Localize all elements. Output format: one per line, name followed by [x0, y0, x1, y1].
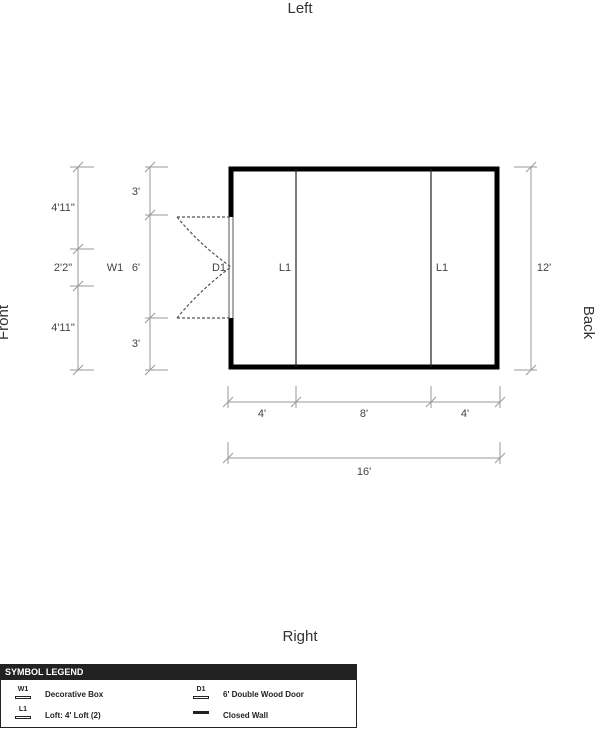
legend-wall-symbol	[190, 706, 212, 720]
dim-door-bottom: 3'	[132, 338, 140, 350]
legend-title: SYMBOL LEGEND	[1, 665, 356, 680]
dim-back-width: 12'	[537, 262, 551, 274]
door-swing-top	[176, 216, 232, 268]
building-outline	[228, 166, 500, 370]
door-dimension-line	[144, 161, 168, 376]
bottom-segment-dimension-line	[222, 386, 506, 408]
legend-loft-symbol: L1	[12, 706, 34, 720]
dim-front-top: 4'11"	[51, 202, 75, 214]
total-length-dimension-line	[222, 442, 506, 464]
side-label-left: Left	[287, 0, 313, 17]
legend-door-code: D1	[196, 686, 206, 693]
legend-window-label: Decorative Box	[45, 690, 104, 699]
legend-loft-code: L1	[18, 706, 28, 713]
back-dimension-line	[514, 161, 537, 376]
tag-loft-right: L1	[436, 262, 448, 274]
symbol-legend: SYMBOL LEGEND W1 Decorative Box L1 Loft:…	[0, 664, 357, 728]
legend-window-code: W1	[17, 686, 29, 693]
dim-door-middle: 6'	[132, 262, 140, 274]
dim-front-bottom: 4'11"	[51, 322, 75, 334]
legend-door-label: 6' Double Wood Door	[223, 690, 304, 699]
dim-bottom-left: 4'	[258, 408, 266, 420]
dim-bottom-right: 4'	[461, 408, 469, 420]
tag-loft-left: L1	[279, 262, 291, 274]
tag-window: W1	[107, 262, 124, 274]
dim-bottom-middle: 8'	[360, 408, 368, 420]
legend-door-bar	[193, 696, 209, 699]
side-label-right: Right	[282, 628, 318, 645]
legend-window-symbol: W1	[12, 686, 34, 700]
dim-door-top: 3'	[132, 186, 140, 198]
legend-door-symbol: D1	[190, 686, 212, 700]
legend-loft-bar	[15, 716, 31, 719]
door-opening	[228, 217, 234, 318]
legend-loft-label: Loft: 4' Loft (2)	[45, 711, 101, 720]
dim-front-middle: 2'2"	[54, 262, 72, 274]
floor-plan: 4'11" 2'2" 4'11" 3' 6' 3' 12' 4' 8' 4	[51, 161, 551, 478]
door-swing-bottom	[176, 266, 232, 319]
legend-wall-label: Closed Wall	[223, 711, 269, 720]
tag-door: D1	[212, 262, 226, 274]
legend-window-bar	[15, 696, 31, 699]
front-dimension-line	[70, 161, 94, 376]
dim-total-length: 16'	[357, 466, 371, 478]
legend-wall-bar	[193, 711, 209, 714]
